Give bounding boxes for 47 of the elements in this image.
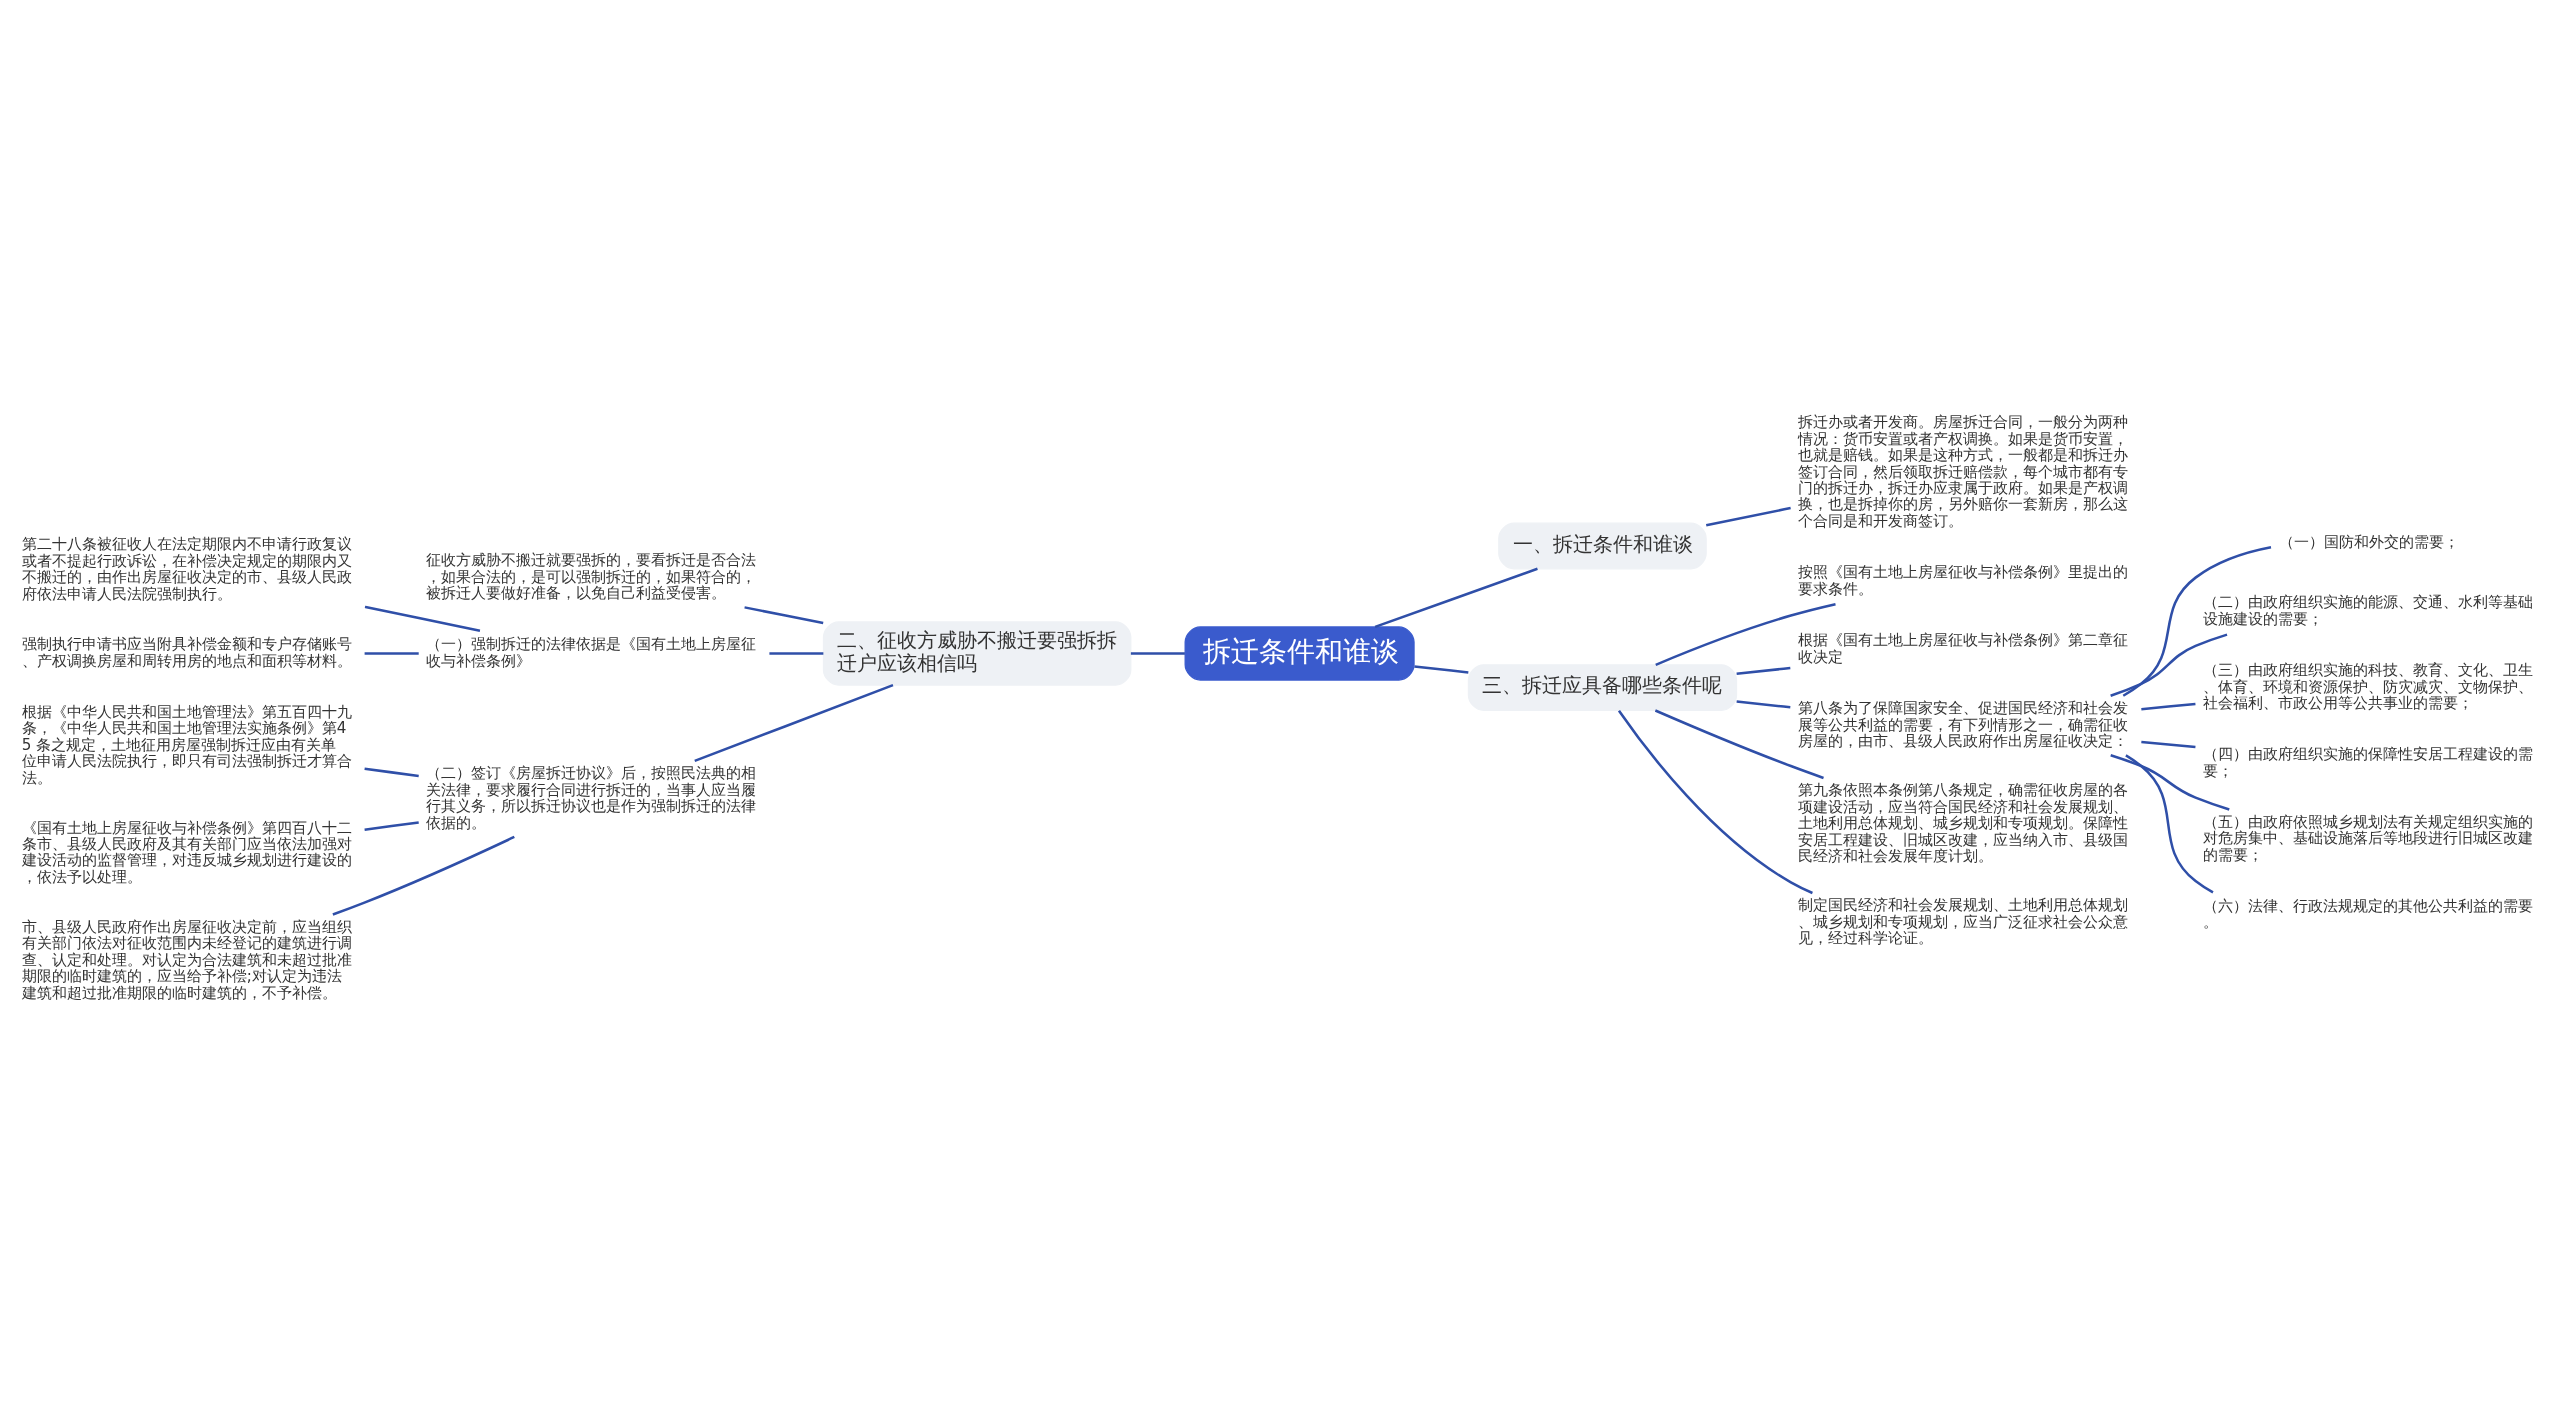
node-box: 拆迁条件和谁谈 <box>1184 626 1415 681</box>
connector <box>694 683 894 763</box>
connector <box>1130 652 1185 655</box>
node-box: 一、拆迁条件和谁谈 <box>1498 522 1707 570</box>
connector <box>364 821 419 831</box>
node-text: （三）由政府组织实施的科技、教育、文化、卫生、体育、环境和资源保护、防灾减灾、文物保护、社会福利、市政公用等公共事业的需要； <box>2203 661 2534 712</box>
connector <box>364 652 419 655</box>
connector <box>1736 666 1791 675</box>
connector <box>2141 702 2196 711</box>
connector <box>364 767 419 778</box>
node-text: （六）法律、行政法规规定的其他公共利益的需要。 <box>2203 896 2534 932</box>
connector <box>1617 709 1813 895</box>
node-text: 第二十八条被征收人在法定期限内不申请行政复议或者不提起行政诉讼，在补偿决定规定的期限内又不搬迁的，由作出房屋征收决定的市、县级人民政府依法申请人民法院强制执行。 <box>21 535 352 603</box>
node-text: （一）国防和外交的需要； <box>2279 533 2460 552</box>
connector <box>2110 754 2230 811</box>
connector <box>364 605 481 632</box>
connector <box>1654 709 1824 780</box>
node-text: 第八条为了保障国家安全、促进国民经济和社会发展等公共利益的需要，有下列情形之一，确需征收房屋的，由市、县级人民政府作出房屋征收决定： <box>1798 699 2129 750</box>
node-text: 制定国民经济和社会发展规划、土地利用总体规划、城乡规划和专项规划，应当广泛征求社会公众意见，经过科学论证。 <box>1798 896 2129 948</box>
node-box: 二、征收方威胁不搬迁要强拆拆迁户应该相信吗 <box>822 621 1132 686</box>
node-text: 市、县级人民政府作出房屋征收决定前，应当组织有关部门依法对征收范围内未经登记的建筑进行调查、认定和处理。对认定为合法建筑和未超过批准期限的临时建筑的，应当给予补偿;对认定为违法建筑和超过批准期限的临时建筑的，不予补偿。 <box>21 917 352 1002</box>
connector <box>1736 700 1791 709</box>
node-text: 根据《国有土地上房屋征收与补偿条例》第二章征收决定 <box>1798 631 2129 666</box>
connector <box>2122 546 2272 697</box>
connector <box>744 606 824 625</box>
node-box: 三、拆迁应具备哪些条件呢 <box>1467 664 1738 712</box>
node-text: 按照《国有土地上房屋征收与补偿条例》里提出的要求条件。 <box>1798 563 2129 598</box>
connector <box>769 652 824 655</box>
node-text: （一）强制拆迁的法律依据是《国有土地上房屋征收与补偿条例》 <box>426 635 757 670</box>
node-text: 拆迁办或者开发商。房屋拆迁合同，一般分为两种情况：货币安置或者产权调换。如果是货币安置，也就是赔钱。如果是这种方式，一般都是和拆迁办签订合同，然后领取拆迁赔偿款，每个城市都有专门的拆迁办，拆迁办应隶属于政府。如果是产权调换，也是拆掉你的房，另外赔你一套新房，那么这个合同是和开发商签订。 <box>1798 413 2129 530</box>
connector <box>1655 602 1836 666</box>
node-text: （五）由政府依照城乡规划法有关规定组织实施的对危房集中、基础设施落后等地段进行旧城区改建的需要； <box>2203 812 2534 864</box>
node-text: 强制执行申请书应当附具补偿金额和专户存储账号、产权调换房屋和周转用房的地点和面积等材料。 <box>21 635 352 670</box>
connector <box>2125 754 2214 894</box>
connector <box>1414 665 1469 674</box>
connector <box>2110 633 2228 697</box>
node-text: （二）由政府组织实施的能源、交通、水利等基础设施建设的需要； <box>2203 593 2534 628</box>
connector <box>2141 740 2196 749</box>
connector <box>332 835 515 916</box>
node-text: 第九条依照本条例第八条规定，确需征收房屋的各项建设活动，应当符合国民经济和社会发展规划、土地利用总体规划、城乡规划和专项规划。保障性安居工程建设、旧城区改建，应当纳入市、县级国民经济和社会发展年度计划。 <box>1798 781 2129 866</box>
connector <box>1374 567 1538 629</box>
node-text: 《国有土地上房屋征收与补偿条例》第四百八十二条市、县级人民政府及其有关部门应当依法加强对建设活动的监督管理，对违反城乡规划进行建设的，依法予以处理。 <box>21 818 352 886</box>
connector <box>1705 506 1791 527</box>
node-text: （四）由政府组织实施的保障性安居工程建设的需要； <box>2203 745 2534 780</box>
node-text: 根据《中华人民共和国土地管理法》第五百四十九条，《中华人民共和国土地管理法实施条例》第45 条之规定，土地征用房屋强制拆迁应由有关单位申请人民法院执行，即只有司法强制拆迁才算合法。 <box>21 702 352 787</box>
node-text: （二）签订《房屋拆迁协议》后，按照民法典的相关法律，要求履行合同进行拆迁的，当事人应当履行其义务，所以拆迁协议也是作为强制拆迁的法律依据的。 <box>426 764 757 832</box>
node-text: 征收方威胁不搬迁就要强拆的，要看拆迁是否合法，如果合法的，是可以强制拆迁的，如果符合的，被拆迁人要做好准备，以免自己利益受侵害。 <box>426 551 757 602</box>
